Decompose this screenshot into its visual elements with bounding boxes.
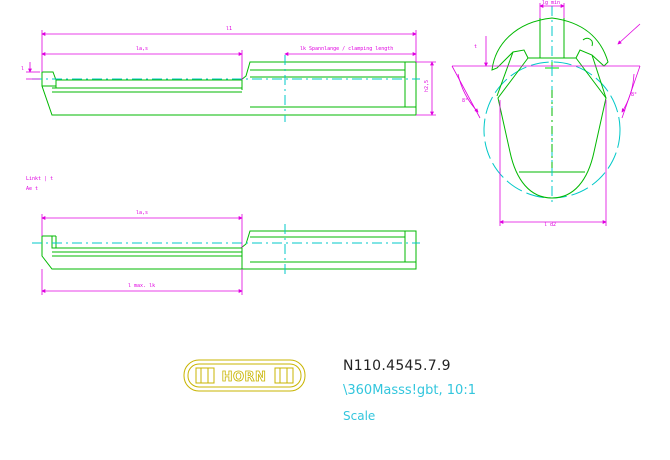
left-notes: Linkt | t Ae t <box>26 176 53 192</box>
dim-side-left-small: t <box>474 44 477 50</box>
note-line-1: Linkt | t <box>26 176 53 182</box>
bottom-view-dimensions <box>41 214 243 295</box>
logo-right-mark <box>274 367 294 384</box>
dim-height: h2,5 <box>424 80 430 92</box>
dim-side-right-angle: 8° <box>631 92 637 98</box>
horn-logo: HORN <box>183 359 306 392</box>
dim-side-top: lg min <box>542 0 560 6</box>
dim-insert-length: la,s <box>136 46 148 52</box>
dim-bottom-insert: la,s <box>136 210 148 216</box>
bottom-view: la,s l max. lk <box>32 210 420 295</box>
side-view-dimensions <box>451 3 641 226</box>
scale-label: Scale <box>343 409 376 423</box>
dim-total-length: l1 <box>226 26 232 32</box>
side-view: lg min l d2 8° 8° t <box>451 0 641 228</box>
bottom-view-outline <box>41 230 417 270</box>
side-view-outline <box>491 17 609 199</box>
logo-left-mark <box>195 367 215 384</box>
top-view-outline <box>41 61 417 116</box>
scale-line: \360Masss!gbt, 10:1 <box>343 383 476 398</box>
logo-text: HORN <box>222 370 267 385</box>
side-view-dimension-labels: lg min l d2 8° 8° t <box>462 0 637 228</box>
top-view-dimensions <box>26 30 436 116</box>
top-view-centerline <box>32 55 420 122</box>
dim-left-small: l <box>21 66 24 72</box>
dim-side-bottom: l d2 <box>544 222 556 228</box>
bottom-view-dimension-labels: la,s l max. lk <box>128 210 155 289</box>
note-line-2: Ae t <box>26 186 38 192</box>
bottom-view-centerline <box>32 224 420 276</box>
dim-side-left-angle: 8° <box>462 98 468 104</box>
dim-clamp-length: lk Spannlange / clamping length <box>300 46 393 52</box>
top-view: l1 la,s lk Spannlange / clamping length … <box>21 26 436 122</box>
top-view-dimension-labels: l1 la,s lk Spannlange / clamping length … <box>21 26 430 92</box>
dim-bottom-length: l max. lk <box>128 283 155 289</box>
part-number: N110.4545.7.9 <box>343 358 451 374</box>
